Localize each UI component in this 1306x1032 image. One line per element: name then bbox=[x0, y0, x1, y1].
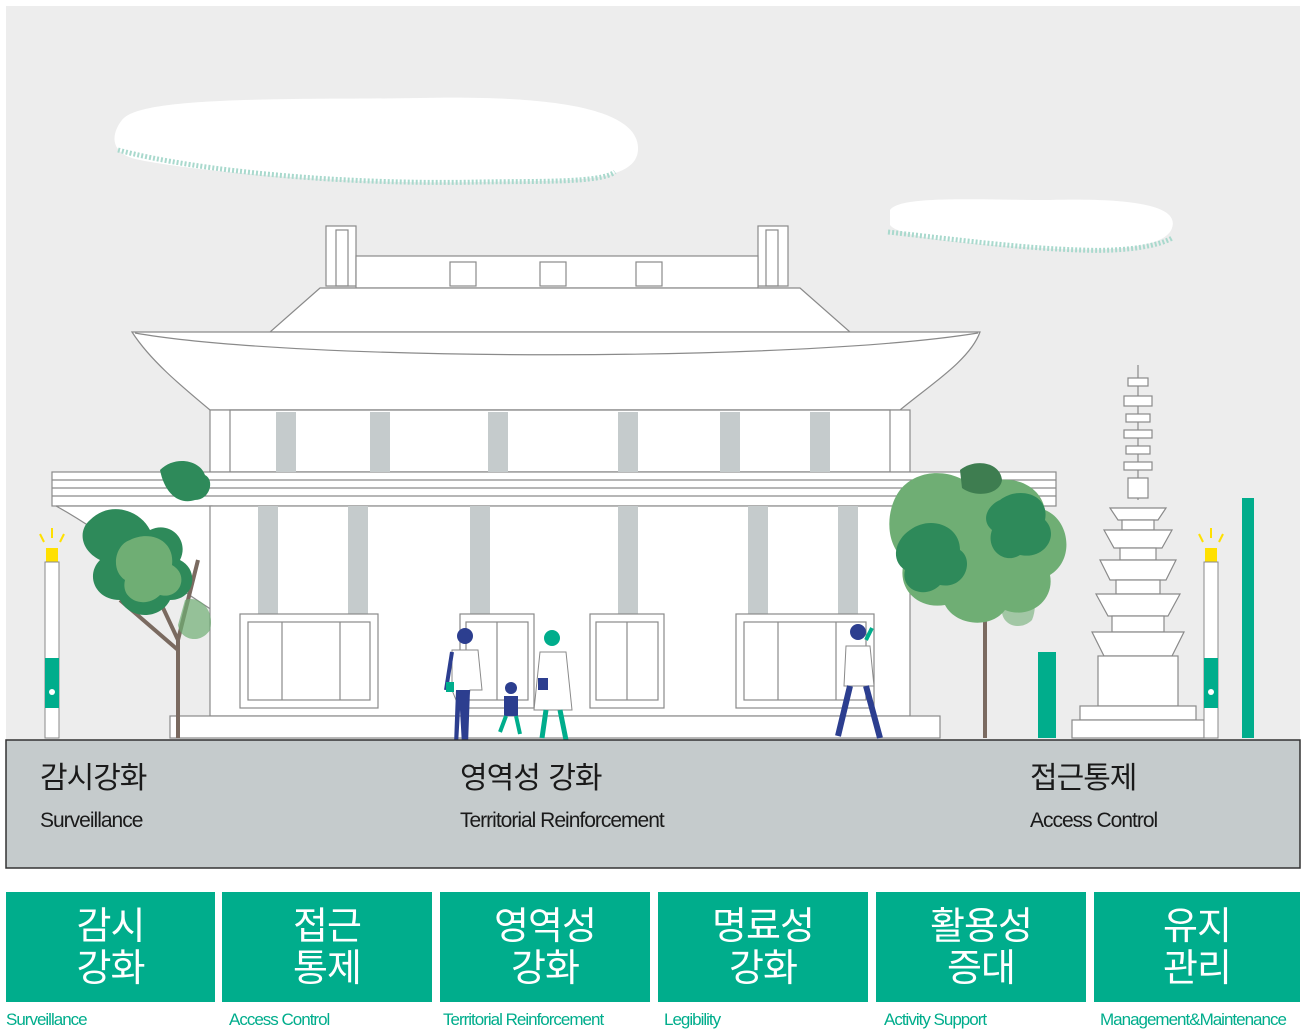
ground-label-en: Access Control bbox=[1030, 809, 1158, 832]
card-legibility: 명료성 강화 bbox=[658, 892, 868, 1002]
card-subtitle-territorial: Territorial Reinforcement bbox=[443, 1010, 604, 1029]
ground-label-territorial: 영역성 강화 Territorial Reinforcement bbox=[460, 761, 665, 834]
ground-label-access: 접근통제 Access Control bbox=[1030, 761, 1158, 834]
family-figures bbox=[444, 628, 573, 745]
card-surveillance: 감시 강화 bbox=[6, 892, 215, 1002]
temple-building bbox=[51, 225, 1057, 739]
ground-label-en: Territorial Reinforcement bbox=[460, 809, 665, 832]
card-title: 활용성 증대 bbox=[930, 904, 1033, 990]
temple-scene-illustration bbox=[5, 6, 1301, 869]
card-subtitle-maintenance: Management&Maintenance bbox=[1100, 1010, 1287, 1029]
ground-label-ko: 접근통제 bbox=[1030, 761, 1137, 796]
card-subtitle-access-control: Access Control bbox=[229, 1010, 330, 1029]
tree-right bbox=[889, 463, 1067, 738]
ground-label-surveillance: 감시강화 Surveillance bbox=[40, 761, 147, 834]
card-title: 명료성 강화 bbox=[712, 904, 815, 990]
ground-label-en: Surveillance bbox=[40, 809, 143, 832]
card-title: 유지 관리 bbox=[1163, 904, 1232, 990]
stone-pagoda bbox=[1071, 365, 1205, 739]
card-title: 접근 통제 bbox=[293, 904, 362, 990]
card-title: 감시 강화 bbox=[76, 904, 146, 990]
cloud-right bbox=[887, 199, 1174, 253]
card-subtitle-surveillance: Surveillance bbox=[6, 1010, 88, 1029]
access-control-kiosk bbox=[1038, 652, 1056, 738]
card-subtitle-legibility: Legibility bbox=[664, 1010, 721, 1029]
ground-label-ko: 영역성 강화 bbox=[460, 761, 603, 796]
cloud-left bbox=[114, 97, 639, 185]
walking-person bbox=[835, 624, 883, 739]
ground-label-ko: 감시강화 bbox=[40, 761, 147, 796]
card-access-control: 접근 통제 bbox=[222, 892, 432, 1002]
access-control-gate-post bbox=[1242, 498, 1254, 738]
card-maintenance: 유지 관리 bbox=[1094, 892, 1300, 1002]
card-activity-support: 활용성 증대 bbox=[876, 892, 1086, 1002]
card-subtitle-activity-support: Activity Support bbox=[884, 1010, 987, 1029]
light-pole-right bbox=[1198, 528, 1224, 739]
ground-band bbox=[5, 739, 1301, 869]
card-title: 영역성 강화 bbox=[494, 904, 597, 990]
tree-left bbox=[82, 460, 211, 738]
temple-pillars bbox=[258, 412, 858, 614]
card-territorial: 영역성 강화 bbox=[440, 892, 650, 1002]
light-pole-left bbox=[39, 528, 65, 739]
